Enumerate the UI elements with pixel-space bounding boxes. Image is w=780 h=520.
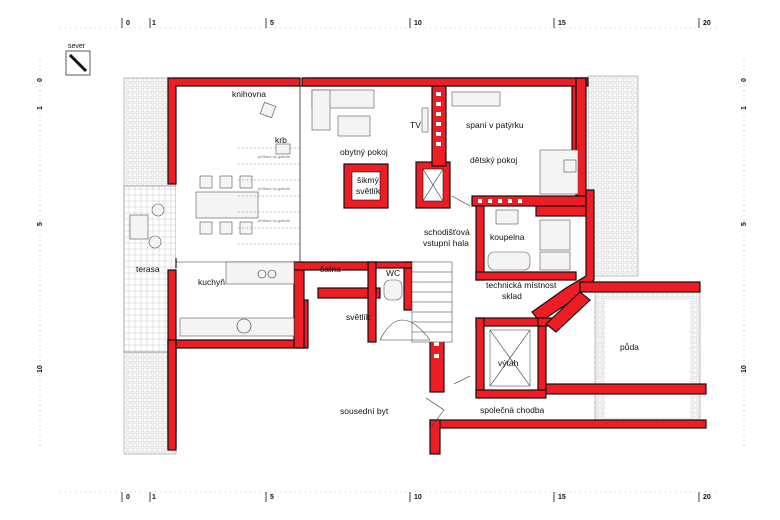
scale-bottom-0: 0	[126, 494, 130, 501]
label-sousedni-byt: sousední byt	[340, 406, 389, 416]
label-sikmy-2: světlík	[356, 186, 381, 196]
kitchen-counter	[225, 261, 295, 285]
bathtub	[487, 251, 531, 271]
label-technicka-2: sklad	[502, 291, 522, 301]
label-vytah: výtah	[498, 358, 519, 368]
label-puda: půda	[620, 342, 639, 352]
scale-left-0: 0	[37, 78, 44, 82]
label-tv: TV	[410, 120, 421, 130]
scale-bottom: 0 1 5 10 15 20	[60, 491, 720, 502]
beam-note-1: průhled do galerie	[258, 154, 291, 159]
stairs	[379, 261, 453, 343]
scale-top-15: 15	[558, 20, 566, 27]
scale-left-10: 10	[37, 365, 44, 373]
label-detsky-pokoj: dětský pokoj	[470, 155, 517, 165]
scale-bottom-5: 5	[270, 494, 274, 501]
scale-bottom-20: 20	[703, 494, 711, 501]
label-obytny-pokoj: obytný pokoj	[340, 147, 388, 157]
scale-bottom-10: 10	[414, 494, 422, 501]
scale-right: 0 1 5 10	[741, 60, 748, 450]
label-svetlik: světlík	[346, 312, 371, 322]
roof-hatch-right	[587, 75, 639, 277]
scale-left-5: 5	[37, 222, 44, 226]
north-arrow: sever	[65, 43, 91, 76]
label-sikmy-1: šikmý	[357, 175, 379, 185]
label-terasa: terasa	[136, 264, 160, 274]
label-wc: WC	[386, 268, 400, 278]
scale-right-0: 0	[741, 78, 748, 82]
scale-left: 0 1 5 10	[37, 60, 44, 450]
bed	[451, 91, 501, 107]
label-kuchyn: kuchyň	[198, 277, 225, 287]
scale-top-0: 0	[126, 20, 130, 27]
roof-hatch-left-top	[123, 77, 177, 187]
roof-hatch-left-bottom	[123, 351, 177, 455]
north-label: sever	[68, 43, 86, 50]
beam-note-3: průhled do galerie	[258, 218, 291, 223]
label-satna: šatna	[320, 264, 341, 274]
label-knihovna: knihovna	[232, 89, 266, 99]
scale-top-10: 10	[414, 20, 422, 27]
gallery-beams: průhled do galerie průhled do galerie pr…	[238, 147, 300, 245]
scale-top-20: 20	[703, 20, 711, 27]
room-labels: knihovna krb obytný pokoj TV spaní v pat…	[136, 89, 639, 416]
beam-note-2: průhled do galerie	[258, 186, 291, 191]
dining-table	[195, 191, 259, 219]
terrace-deck	[123, 185, 177, 353]
label-schodistova-2: vstupní hala	[423, 238, 469, 248]
scale-right-5: 5	[741, 222, 748, 226]
label-spani: spaní v patýrku	[466, 120, 524, 130]
scale-bottom-1: 1	[152, 494, 156, 501]
label-schodistova-1: schodišťová	[424, 227, 470, 237]
scale-top-5: 5	[270, 20, 274, 27]
label-koupelna: koupelna	[490, 232, 525, 242]
scale-left-1: 1	[37, 106, 44, 110]
scale-top: 0 1 5 10 15 20	[60, 18, 720, 29]
scale-top-1: 1	[152, 20, 156, 27]
scale-right-10: 10	[741, 365, 748, 373]
label-spolecna-chodba: společná chodba	[480, 405, 545, 415]
scale-right-1: 1	[741, 106, 748, 110]
label-technicka-1: technická místnost	[486, 280, 557, 290]
scale-bottom-15: 15	[558, 494, 566, 501]
label-krb: krb	[275, 135, 287, 145]
